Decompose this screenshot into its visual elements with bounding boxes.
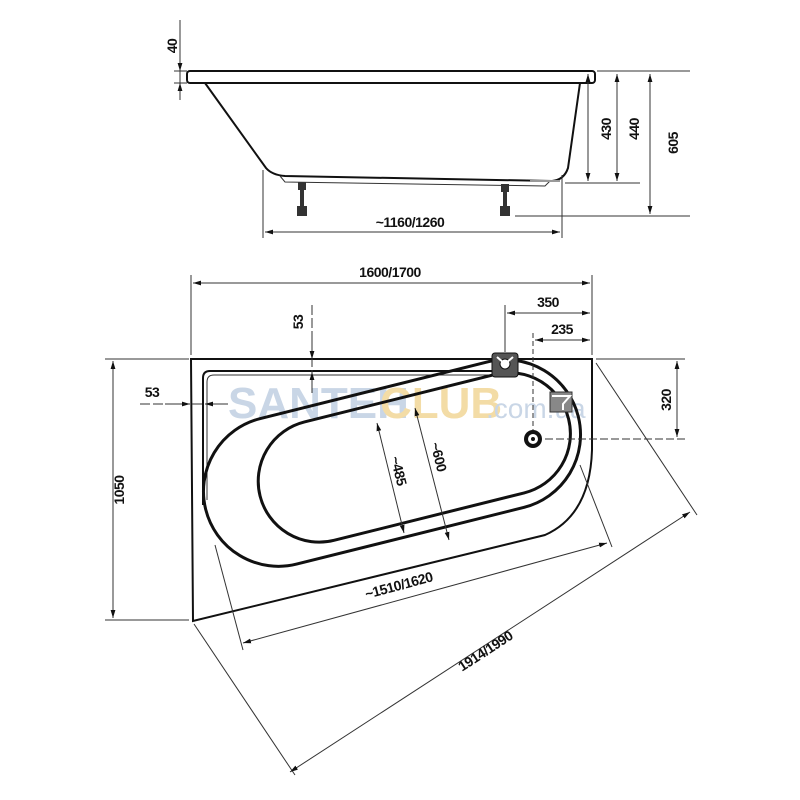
plan-view: SANTEH CLUB .com.ua <box>105 264 698 776</box>
dim-leg-span: ~1160/1260 <box>376 214 445 230</box>
leg-left <box>297 182 307 216</box>
dim-rim-left: 53 <box>145 384 160 400</box>
dim-rim-top: 53 <box>290 314 306 329</box>
overflow-fitting-icon <box>491 352 519 378</box>
dim-diagonal: 1914/1990 <box>455 627 516 674</box>
dim-height-605: 605 <box>665 131 681 154</box>
dim-width: 1050 <box>111 475 127 505</box>
dim-height-430: 430 <box>598 117 614 140</box>
dim-bowl-length: ~1510/1620 <box>363 568 435 602</box>
dim-height-440: 440 <box>626 117 642 140</box>
dim-drain-offset: 235 <box>551 321 574 337</box>
rim-panel <box>202 370 495 505</box>
dim-overflow-offset: 350 <box>537 294 560 310</box>
side-view: 40 430 440 605 ~1160/1260 <box>164 20 690 238</box>
dim-bowl-width: ~600 <box>428 441 451 474</box>
tub-base <box>279 175 551 187</box>
dim-inner-width: ~485 <box>388 455 411 488</box>
leg-right <box>500 184 510 216</box>
tub-body <box>204 82 581 183</box>
drain-icon <box>524 430 542 448</box>
faucet-icon <box>549 391 573 413</box>
tub-rim <box>186 70 596 84</box>
dim-drain-depth: 320 <box>658 388 674 411</box>
watermark: SANTEH CLUB .com.ua <box>228 379 586 428</box>
dim-rim-thickness: 40 <box>164 38 180 53</box>
dim-length: 1600/1700 <box>359 264 421 280</box>
